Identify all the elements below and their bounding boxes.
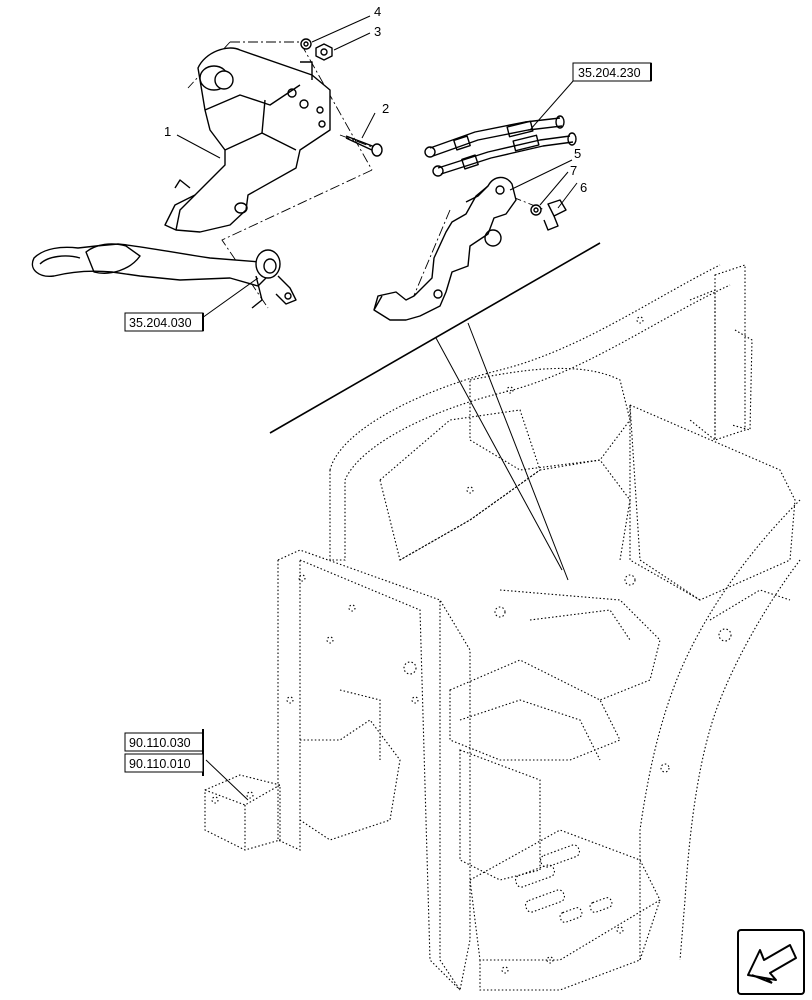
washer-part-4 bbox=[300, 38, 312, 50]
reference-box-shift-linkage[interactable]: 35.204.230 bbox=[572, 62, 652, 82]
callout-1: 1 bbox=[164, 124, 171, 139]
shift-linkage bbox=[424, 115, 577, 177]
reference-label-frame-b: 90.110.010 bbox=[129, 757, 191, 771]
cutaway-line bbox=[269, 242, 601, 434]
washer-part-7 bbox=[530, 204, 542, 216]
callout-7: 7 bbox=[570, 163, 577, 178]
reference-label-frame-a: 90.110.030 bbox=[129, 736, 191, 750]
callout-4: 4 bbox=[374, 4, 381, 19]
arrow-down-left-icon[interactable] bbox=[737, 929, 805, 995]
bolt-part-6 bbox=[543, 199, 567, 231]
reference-box-lever[interactable]: 35.204.030 bbox=[124, 312, 204, 332]
reference-box-frame-b[interactable]: 90.110.010 bbox=[124, 753, 204, 773]
leader-lines bbox=[176, 15, 578, 801]
callout-2: 2 bbox=[382, 101, 389, 116]
plate-part-5 bbox=[373, 176, 546, 321]
reference-label-shift-linkage: 35.204.230 bbox=[578, 66, 641, 80]
callout-labels: 1 2 3 4 5 6 7 bbox=[164, 4, 587, 195]
reference-box-frame-a[interactable]: 90.110.030 bbox=[124, 729, 204, 776]
bolt-part-2 bbox=[345, 135, 383, 157]
tractor-frame bbox=[204, 264, 801, 992]
reference-label-lever: 35.204.030 bbox=[129, 316, 192, 330]
nut-part-3 bbox=[315, 43, 333, 61]
bracket-part-1 bbox=[164, 41, 381, 309]
callout-5: 5 bbox=[574, 146, 581, 161]
callout-3: 3 bbox=[374, 24, 381, 39]
lever-assembly bbox=[31, 243, 297, 309]
callout-6: 6 bbox=[580, 180, 587, 195]
